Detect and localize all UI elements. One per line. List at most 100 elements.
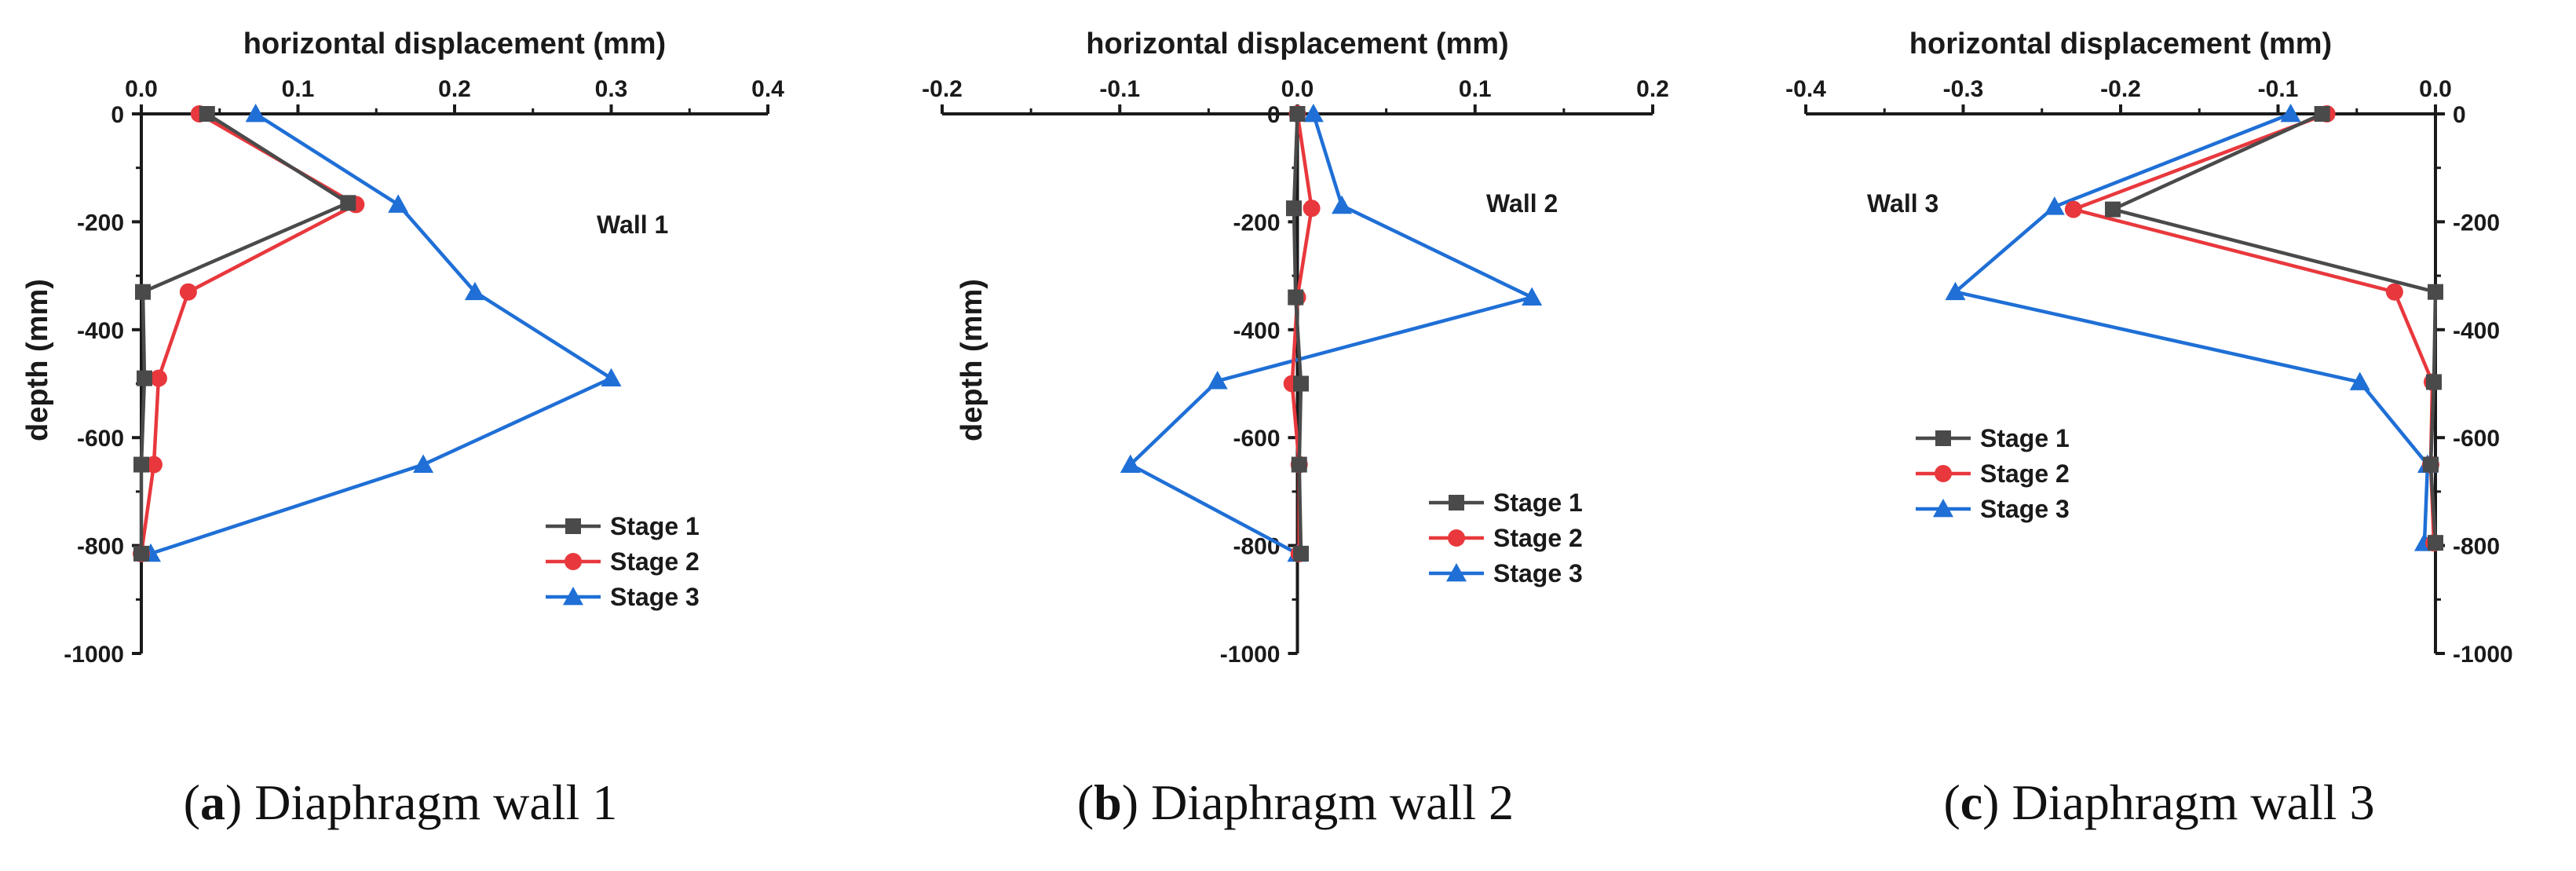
caption-a: (a) Diaphragm wall 1: [183, 774, 618, 830]
data-point: [1332, 195, 1353, 214]
data-point: [1945, 281, 1966, 301]
caption-c: (c) Diaphragm wall 3: [1943, 774, 2375, 830]
legend: Stage 1 Stage 2 Stage 3: [1429, 489, 1583, 587]
legend-label: Stage 1: [610, 512, 700, 540]
x-axis-title: horizontal displacement (mm): [243, 27, 666, 60]
x-tick-label: -0.1: [1099, 76, 1140, 102]
legend-label: Stage 1: [1980, 424, 2070, 452]
data-point: [199, 106, 215, 122]
data-point: [136, 370, 152, 386]
data-point: [464, 281, 485, 301]
x-tick-label: 0.1: [282, 76, 315, 102]
data-point: [2064, 200, 2082, 218]
series-line: [150, 112, 613, 556]
data-point: [2280, 104, 2301, 123]
x-tick-label: -0.1: [2258, 76, 2299, 102]
data-point: [1285, 200, 1302, 217]
legend-label: Stage 3: [1493, 559, 1583, 587]
data-point: [144, 456, 163, 474]
x-tick-label: 0.2: [438, 76, 471, 102]
caption-text: Diaphragm wall 3: [1999, 774, 2375, 830]
data-point: [1522, 287, 1543, 306]
y-axis-title: depth (mm): [21, 279, 54, 441]
x-tick-label: 0.4: [751, 76, 784, 102]
y-axis-title: depth (mm): [955, 279, 988, 441]
y-tick-label: -200: [1233, 210, 1280, 236]
data-point: [1289, 106, 1306, 122]
data-point: [133, 456, 149, 473]
data-point: [1207, 371, 1228, 390]
y-tick-label: 0: [1267, 102, 1281, 128]
wall-annotation: Wall 2: [1486, 189, 1558, 218]
series-line: [2110, 112, 2438, 543]
data-point: [565, 518, 581, 534]
y-tick-label: -400: [2453, 318, 2500, 344]
caption-text: Diaphragm wall 1: [242, 774, 618, 830]
caption-letter: b: [1094, 774, 1122, 830]
data-point: [2385, 283, 2403, 301]
x-tick-label: -0.2: [2100, 76, 2141, 102]
caption-letter: a: [199, 774, 225, 830]
x-tick-label: 0.1: [1459, 76, 1492, 102]
x-tick-label: 0.0: [125, 76, 158, 102]
series-stage-3: [1120, 104, 1543, 562]
data-point: [2425, 374, 2442, 390]
caption-letter: c: [1960, 774, 1983, 830]
data-point: [2428, 535, 2443, 551]
x-tick-label: 0.3: [595, 76, 628, 102]
caption-b: (b) Diaphragm wall 2: [1076, 774, 1515, 830]
data-point: [245, 104, 266, 123]
legend-label: Stage 1: [1493, 489, 1583, 517]
legend-label: Stage 2: [1493, 524, 1583, 552]
data-point: [601, 368, 622, 387]
series-line: [1953, 112, 2430, 543]
series-stage-3: [140, 104, 622, 562]
series-stage-2: [1283, 105, 1321, 562]
y-tick-label: -600: [77, 426, 124, 452]
data-point: [388, 194, 409, 213]
data-point: [1291, 456, 1307, 473]
x-tick-label: 0.0: [1281, 76, 1314, 102]
data-point: [413, 454, 434, 473]
y-tick-label: -400: [77, 318, 124, 344]
data-point: [134, 284, 151, 300]
x-tick-label: -0.4: [1785, 76, 1826, 102]
data-point: [149, 369, 167, 387]
y-tick-label: -600: [2453, 426, 2500, 452]
data-point: [1303, 104, 1324, 123]
series-stage-1: [1285, 106, 1310, 562]
y-tick-label: 0: [111, 102, 124, 128]
series-stage-1: [133, 106, 356, 562]
x-tick-label: 0.0: [2419, 76, 2452, 102]
data-point: [1935, 430, 1951, 446]
data-point: [1293, 545, 1310, 562]
legend-label: Stage 2: [1980, 459, 2070, 488]
legend-label: Stage 3: [1980, 495, 2070, 523]
x-axis-title: horizontal displacement (mm): [1909, 27, 2332, 60]
y-tick-label: -400: [1233, 318, 1280, 344]
data-point: [2314, 106, 2330, 122]
data-point: [2349, 371, 2370, 390]
data-point: [1120, 454, 1141, 473]
y-tick-label: 0: [2453, 102, 2466, 128]
series-line: [1128, 113, 1534, 555]
y-tick-label: -800: [1233, 534, 1280, 560]
legend: Stage 1 Stage 2 Stage 3: [1916, 424, 2070, 523]
series-line: [139, 112, 350, 554]
data-point: [1449, 495, 1464, 511]
data-point: [340, 195, 356, 211]
y-tick-label: -800: [2453, 534, 2500, 560]
legend-label: Stage 2: [610, 547, 700, 576]
y-tick-label: -1000: [1220, 642, 1281, 668]
data-point: [2044, 196, 2065, 215]
data-point: [563, 587, 583, 606]
data-point: [1446, 563, 1467, 582]
y-tick-label: -200: [2453, 210, 2500, 236]
data-point: [1288, 289, 1304, 306]
wall-annotation: Wall 1: [597, 210, 668, 239]
data-point: [1303, 199, 1321, 218]
